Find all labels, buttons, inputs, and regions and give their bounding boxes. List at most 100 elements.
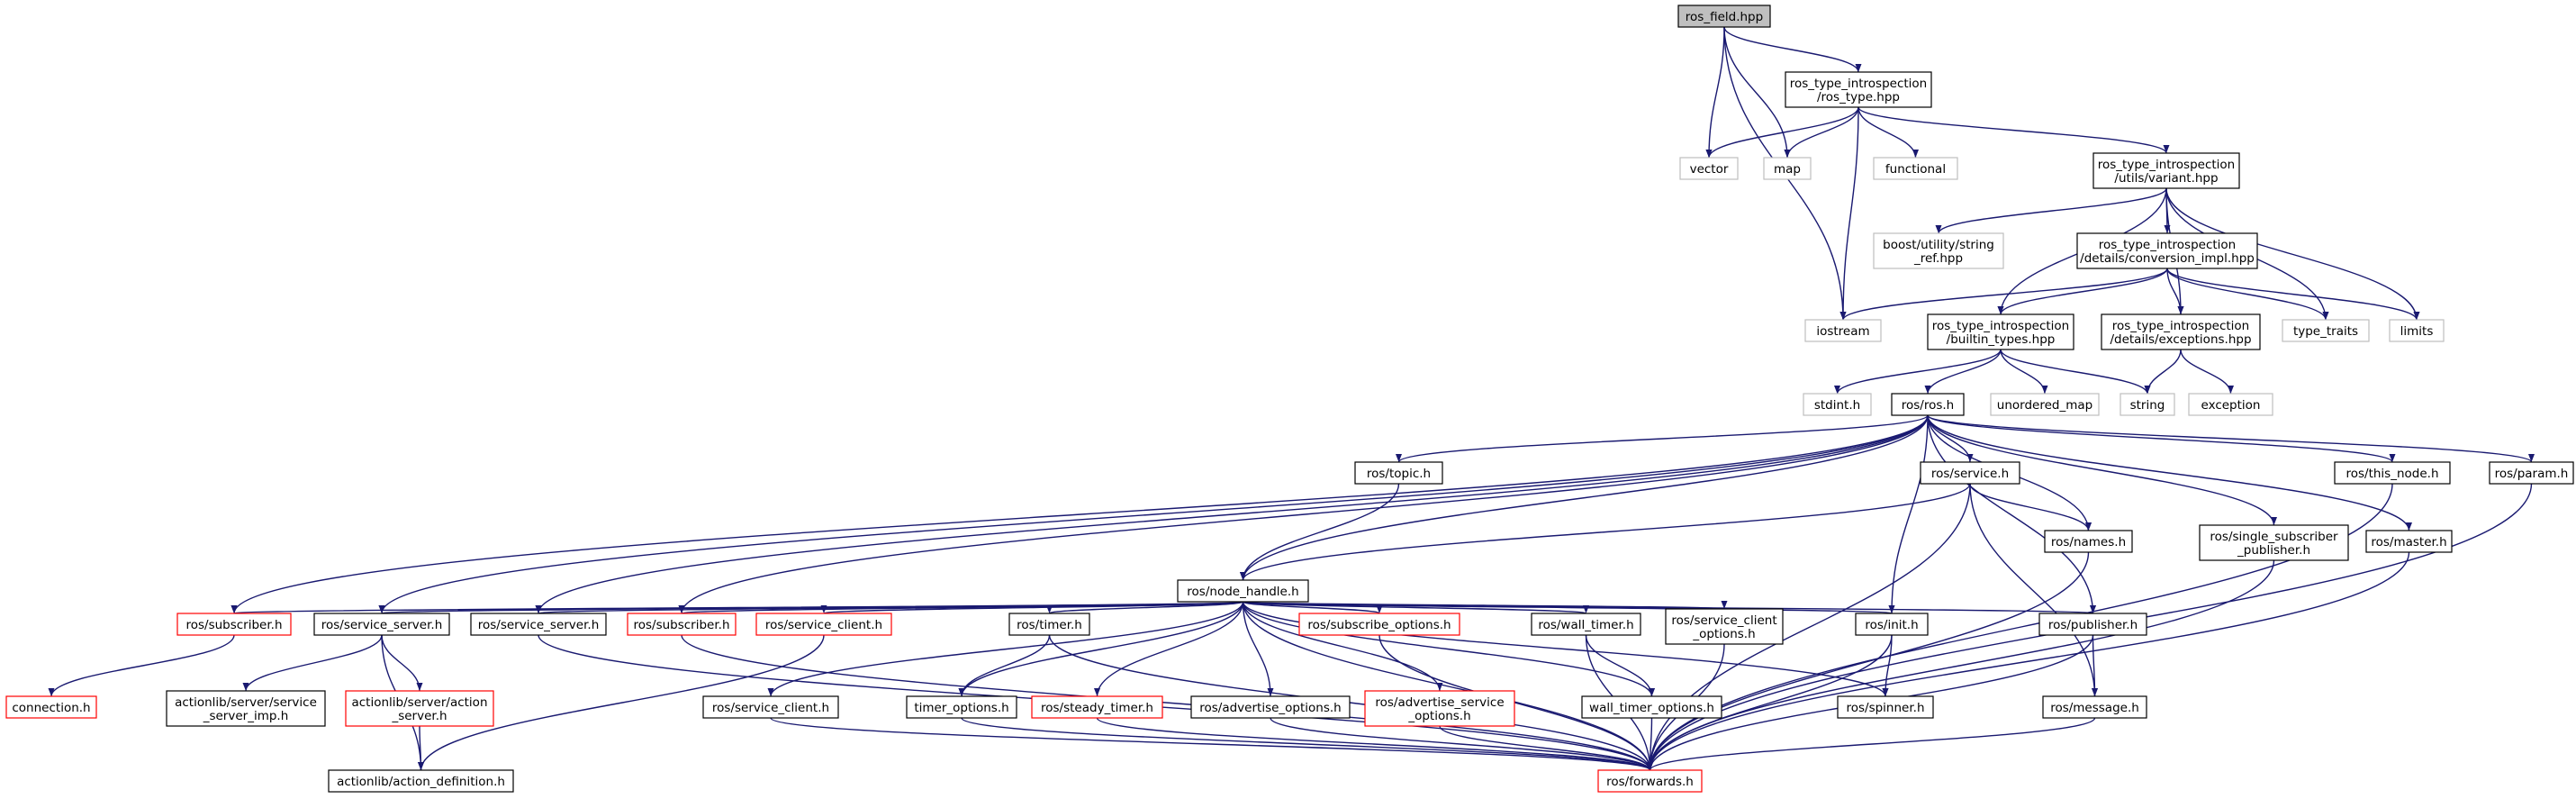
node-connection[interactable]: connection.h	[5, 695, 97, 719]
node-builtin-types[interactable]: ros_type_introspection/builtin_types.hpp	[1927, 313, 2074, 350]
node-timer[interactable]: ros/timer.h	[1008, 613, 1090, 636]
node-service-server-imp[interactable]: actionlib/server/service_server_imp.h	[166, 690, 326, 727]
node-topic[interactable]: ros/topic.h	[1354, 461, 1443, 485]
node-label: ros/ros.h	[1902, 398, 1955, 413]
edge-advertise-options-to-forwards	[1270, 717, 1653, 771]
node-label: ros/names.h	[2051, 535, 2126, 549]
node-action-server[interactable]: actionlib/server/action_server.h	[345, 690, 494, 727]
edge-service-to-message	[1969, 483, 2098, 697]
node-label: ros/advertise_options.h	[1199, 701, 1342, 715]
node-spinner[interactable]: ros/spinner.h	[1837, 695, 1934, 719]
node-init[interactable]: ros/init.h	[1855, 613, 1929, 636]
node-service-client[interactable]: ros/service_client.h	[702, 695, 839, 719]
node-label: ros/timer.h	[1017, 618, 1082, 632]
node-names[interactable]: ros/names.h	[2044, 530, 2133, 553]
node-message[interactable]: ros/message.h	[2042, 695, 2147, 719]
node-boost-string-ref[interactable]: boost/utility/string_ref.hpp	[1873, 232, 2004, 269]
edge-ros-h-to-single-sub-pub	[1927, 414, 2277, 526]
node-exception[interactable]: exception	[2188, 393, 2273, 416]
node-service-server-a[interactable]: ros/service_server.h	[313, 613, 450, 636]
node-publisher[interactable]: ros/publisher.h	[2038, 613, 2147, 636]
node-box	[1837, 695, 1934, 719]
node-label: ros/wall_timer.h	[1538, 618, 1633, 632]
node-label: ros/spinner.h	[1846, 701, 1924, 715]
node-param[interactable]: ros/param.h	[2489, 461, 2574, 485]
edge-node-handle-to-service-server-a	[379, 601, 1244, 614]
node-vector[interactable]: vector	[1679, 157, 1739, 180]
edge-this-node-to-forwards	[1647, 483, 2393, 771]
node-label: _options.h	[1407, 709, 1470, 723]
edge-timer-options-to-forwards	[961, 717, 1653, 771]
node-master[interactable]: ros/master.h	[2365, 530, 2453, 553]
node-subscriber-b[interactable]: ros/subscriber.h	[627, 613, 737, 636]
node-wall-timer-options[interactable]: wall_timer_options.h	[1581, 695, 1722, 719]
node-string[interactable]: string	[2120, 393, 2175, 416]
node-service-server-b[interactable]: ros/service_server.h	[470, 613, 607, 636]
node-service-client-red[interactable]: ros/service_client.h	[755, 613, 892, 636]
edge-single-sub-pub-to-forwards	[1647, 559, 2275, 771]
edge-node-handle-to-wall-timer	[1242, 601, 1589, 614]
node-unordered-map[interactable]: unordered_map	[1990, 393, 2100, 416]
edge-variant-to-boost-string-ref	[1935, 187, 2167, 234]
node-ros-type[interactable]: ros_type_introspection/ros_type.hpp	[1785, 71, 1932, 108]
node-label: ros/node_handle.h	[1187, 585, 1298, 599]
node-subscribe-options[interactable]: ros/subscribe_options.h	[1298, 613, 1460, 636]
node-stdint[interactable]: stdint.h	[1803, 393, 1872, 416]
node-service-client-options[interactable]: ros/service_client_options.h	[1665, 608, 1784, 645]
node-box	[702, 695, 839, 719]
node-single-sub-pub[interactable]: ros/single_subscriber_publisher.h	[2199, 524, 2349, 561]
edge-conversion-impl-to-type-traits	[2166, 268, 2329, 321]
edge-service-client-red-to-action-definition	[418, 634, 825, 771]
node-box	[1927, 313, 2074, 350]
node-box	[1785, 71, 1932, 108]
edge-subscriber-a-to-connection	[48, 634, 235, 697]
node-label: ros/publisher.h	[2048, 618, 2138, 632]
node-box	[5, 695, 97, 719]
edge-service-server-a-to-service-server-imp	[242, 634, 383, 692]
node-box	[2365, 530, 2453, 553]
node-label: ros/service_client.h	[765, 618, 882, 632]
node-this-node[interactable]: ros/this_node.h	[2334, 461, 2451, 485]
edge-ros-h-to-master	[1927, 414, 2412, 531]
edge-publisher-to-message	[2091, 634, 2098, 697]
node-box	[2042, 695, 2147, 719]
node-steady-timer[interactable]: ros/steady_timer.h	[1031, 695, 1163, 719]
node-iostream[interactable]: iostream	[1804, 319, 1882, 342]
node-layer: ros_field.hpp ros_type_introspection/ros_…	[5, 5, 2574, 793]
node-label: iostream	[1816, 324, 1869, 339]
edge-ros-field-to-ros-type	[1723, 26, 1862, 73]
node-box	[1031, 695, 1163, 719]
node-timer-options[interactable]: timer_options.h	[906, 695, 1017, 719]
node-node-handle[interactable]: ros/node_handle.h	[1177, 579, 1309, 603]
node-wall-timer[interactable]: ros/wall_timer.h	[1531, 613, 1641, 636]
node-map[interactable]: map	[1763, 157, 1812, 180]
node-limits[interactable]: limits	[2389, 319, 2445, 342]
node-label: stdint.h	[1814, 398, 1860, 413]
node-exceptions[interactable]: ros_type_introspection/details/exception…	[2101, 313, 2261, 350]
node-service[interactable]: ros/service.h	[1920, 461, 2020, 485]
node-box	[2489, 461, 2574, 485]
node-subscriber-a[interactable]: ros/subscriber.h	[176, 613, 292, 636]
node-variant[interactable]: ros_type_introspection/utils/variant.hpp	[2092, 152, 2240, 189]
node-conversion-impl[interactable]: ros_type_introspection/details/conversio…	[2076, 232, 2258, 269]
edge-ros-h-to-subscriber-b	[678, 414, 1929, 614]
node-forwards[interactable]: ros/forwards.h	[1597, 769, 1703, 793]
edge-ros-type-to-iostream	[1839, 106, 1859, 321]
edge-timer-to-timer-options	[958, 634, 1051, 697]
node-type-traits[interactable]: type_traits	[2282, 319, 2370, 342]
node-label: ros/service_server.h	[321, 618, 443, 632]
node-box	[1873, 157, 1958, 180]
node-box	[470, 613, 607, 636]
node-functional[interactable]: functional	[1873, 157, 1958, 180]
node-advertise-options[interactable]: ros/advertise_options.h	[1190, 695, 1351, 719]
edge-ros-h-to-this-node	[1927, 414, 2396, 463]
node-action-definition[interactable]: actionlib/action_definition.h	[328, 769, 514, 793]
node-ros-field[interactable]: ros_field.hpp	[1677, 5, 1771, 28]
node-advertise-service-options[interactable]: ros/advertise_service_options.h	[1364, 690, 1515, 727]
node-label: vector	[1690, 162, 1729, 177]
node-box	[1665, 608, 1784, 645]
node-ros-h[interactable]: ros/ros.h	[1891, 393, 1965, 416]
node-label: /ros_type.hpp	[1817, 90, 1900, 104]
edge-builtin-types-to-string	[2000, 349, 2151, 395]
edge-conversion-impl-to-limits	[2166, 268, 2420, 321]
